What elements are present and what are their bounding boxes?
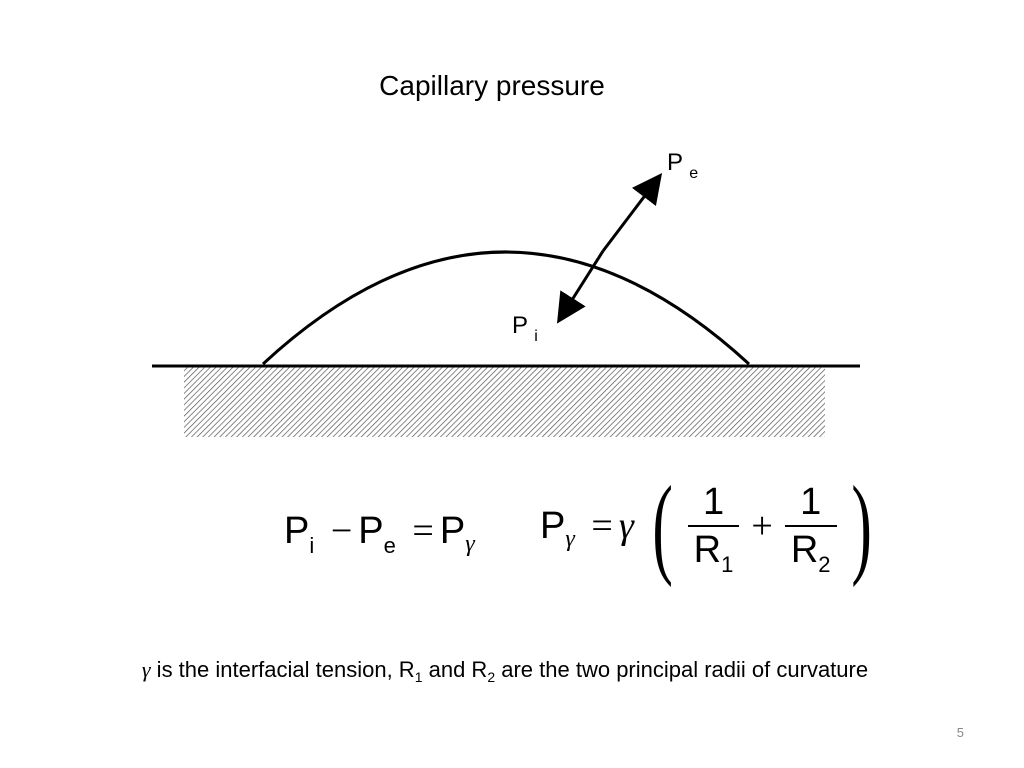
label-pe-sub: e	[689, 165, 698, 182]
caption-sub-1: 1	[414, 669, 423, 685]
caption-sub-2: 2	[487, 669, 496, 685]
frac2-r-sub: 2	[818, 552, 831, 577]
left-paren: (	[652, 464, 674, 588]
frac2-denominator: R2	[784, 525, 837, 576]
caption-text-1: is the interfacial tension, R	[150, 657, 415, 682]
caption: γ is the interfacial tension, R1 and R2 …	[0, 657, 1010, 685]
fraction-1-over-r2: 1 R2	[784, 481, 837, 576]
caption-text-3: are the two principal radii of curvature	[495, 657, 869, 682]
eq2-equals: =	[591, 505, 613, 547]
label-pi-sub: i	[534, 328, 538, 345]
eq1-equals: =	[412, 510, 434, 552]
eq2-pgamma-sub: γ	[565, 526, 575, 552]
right-paren: )	[850, 464, 872, 588]
caption-gamma: γ	[141, 657, 151, 682]
eq1-pgamma-sub: γ	[465, 531, 475, 557]
frac2-r: R	[790, 529, 819, 571]
eq1-pgamma: P	[439, 510, 466, 552]
label-pi: P i	[512, 312, 538, 345]
pressure-arrow	[601, 173, 663, 252]
caption-text-2: and R	[422, 657, 488, 682]
solid-substrate	[184, 367, 825, 437]
equation-pressure-difference: Pi −Pe =Pγ	[284, 510, 475, 557]
page-number: 5	[956, 725, 964, 740]
slide-title: Capillary pressure	[379, 70, 605, 101]
eq1-pi-sub: i	[309, 533, 315, 558]
frac1-denominator: R1	[687, 525, 740, 576]
eq1-pi: P	[284, 510, 310, 552]
frac1-r-sub: 1	[721, 552, 734, 577]
eq2-plus: +	[751, 505, 773, 547]
droplet-arc	[261, 250, 751, 366]
eq1-pe: P	[358, 510, 384, 552]
eq1-pe-sub: e	[383, 533, 396, 558]
label-pe-main: P	[667, 149, 683, 176]
eq1-minus: −	[330, 510, 353, 552]
label-pe: P e	[667, 149, 698, 182]
equation-young-laplace: Pγ =γ ( 1 R1 + 1 R2 )	[540, 470, 880, 582]
pressure-arrow-inward	[556, 250, 605, 324]
eq2-pgamma: P	[540, 505, 566, 547]
fraction-1-over-r1: 1 R1	[687, 481, 740, 576]
eq2-gamma: γ	[618, 505, 634, 547]
frac1-r: R	[693, 529, 722, 571]
frac2-numerator: 1	[800, 481, 822, 523]
label-pi-main: P	[512, 312, 528, 339]
frac1-numerator: 1	[702, 481, 725, 523]
